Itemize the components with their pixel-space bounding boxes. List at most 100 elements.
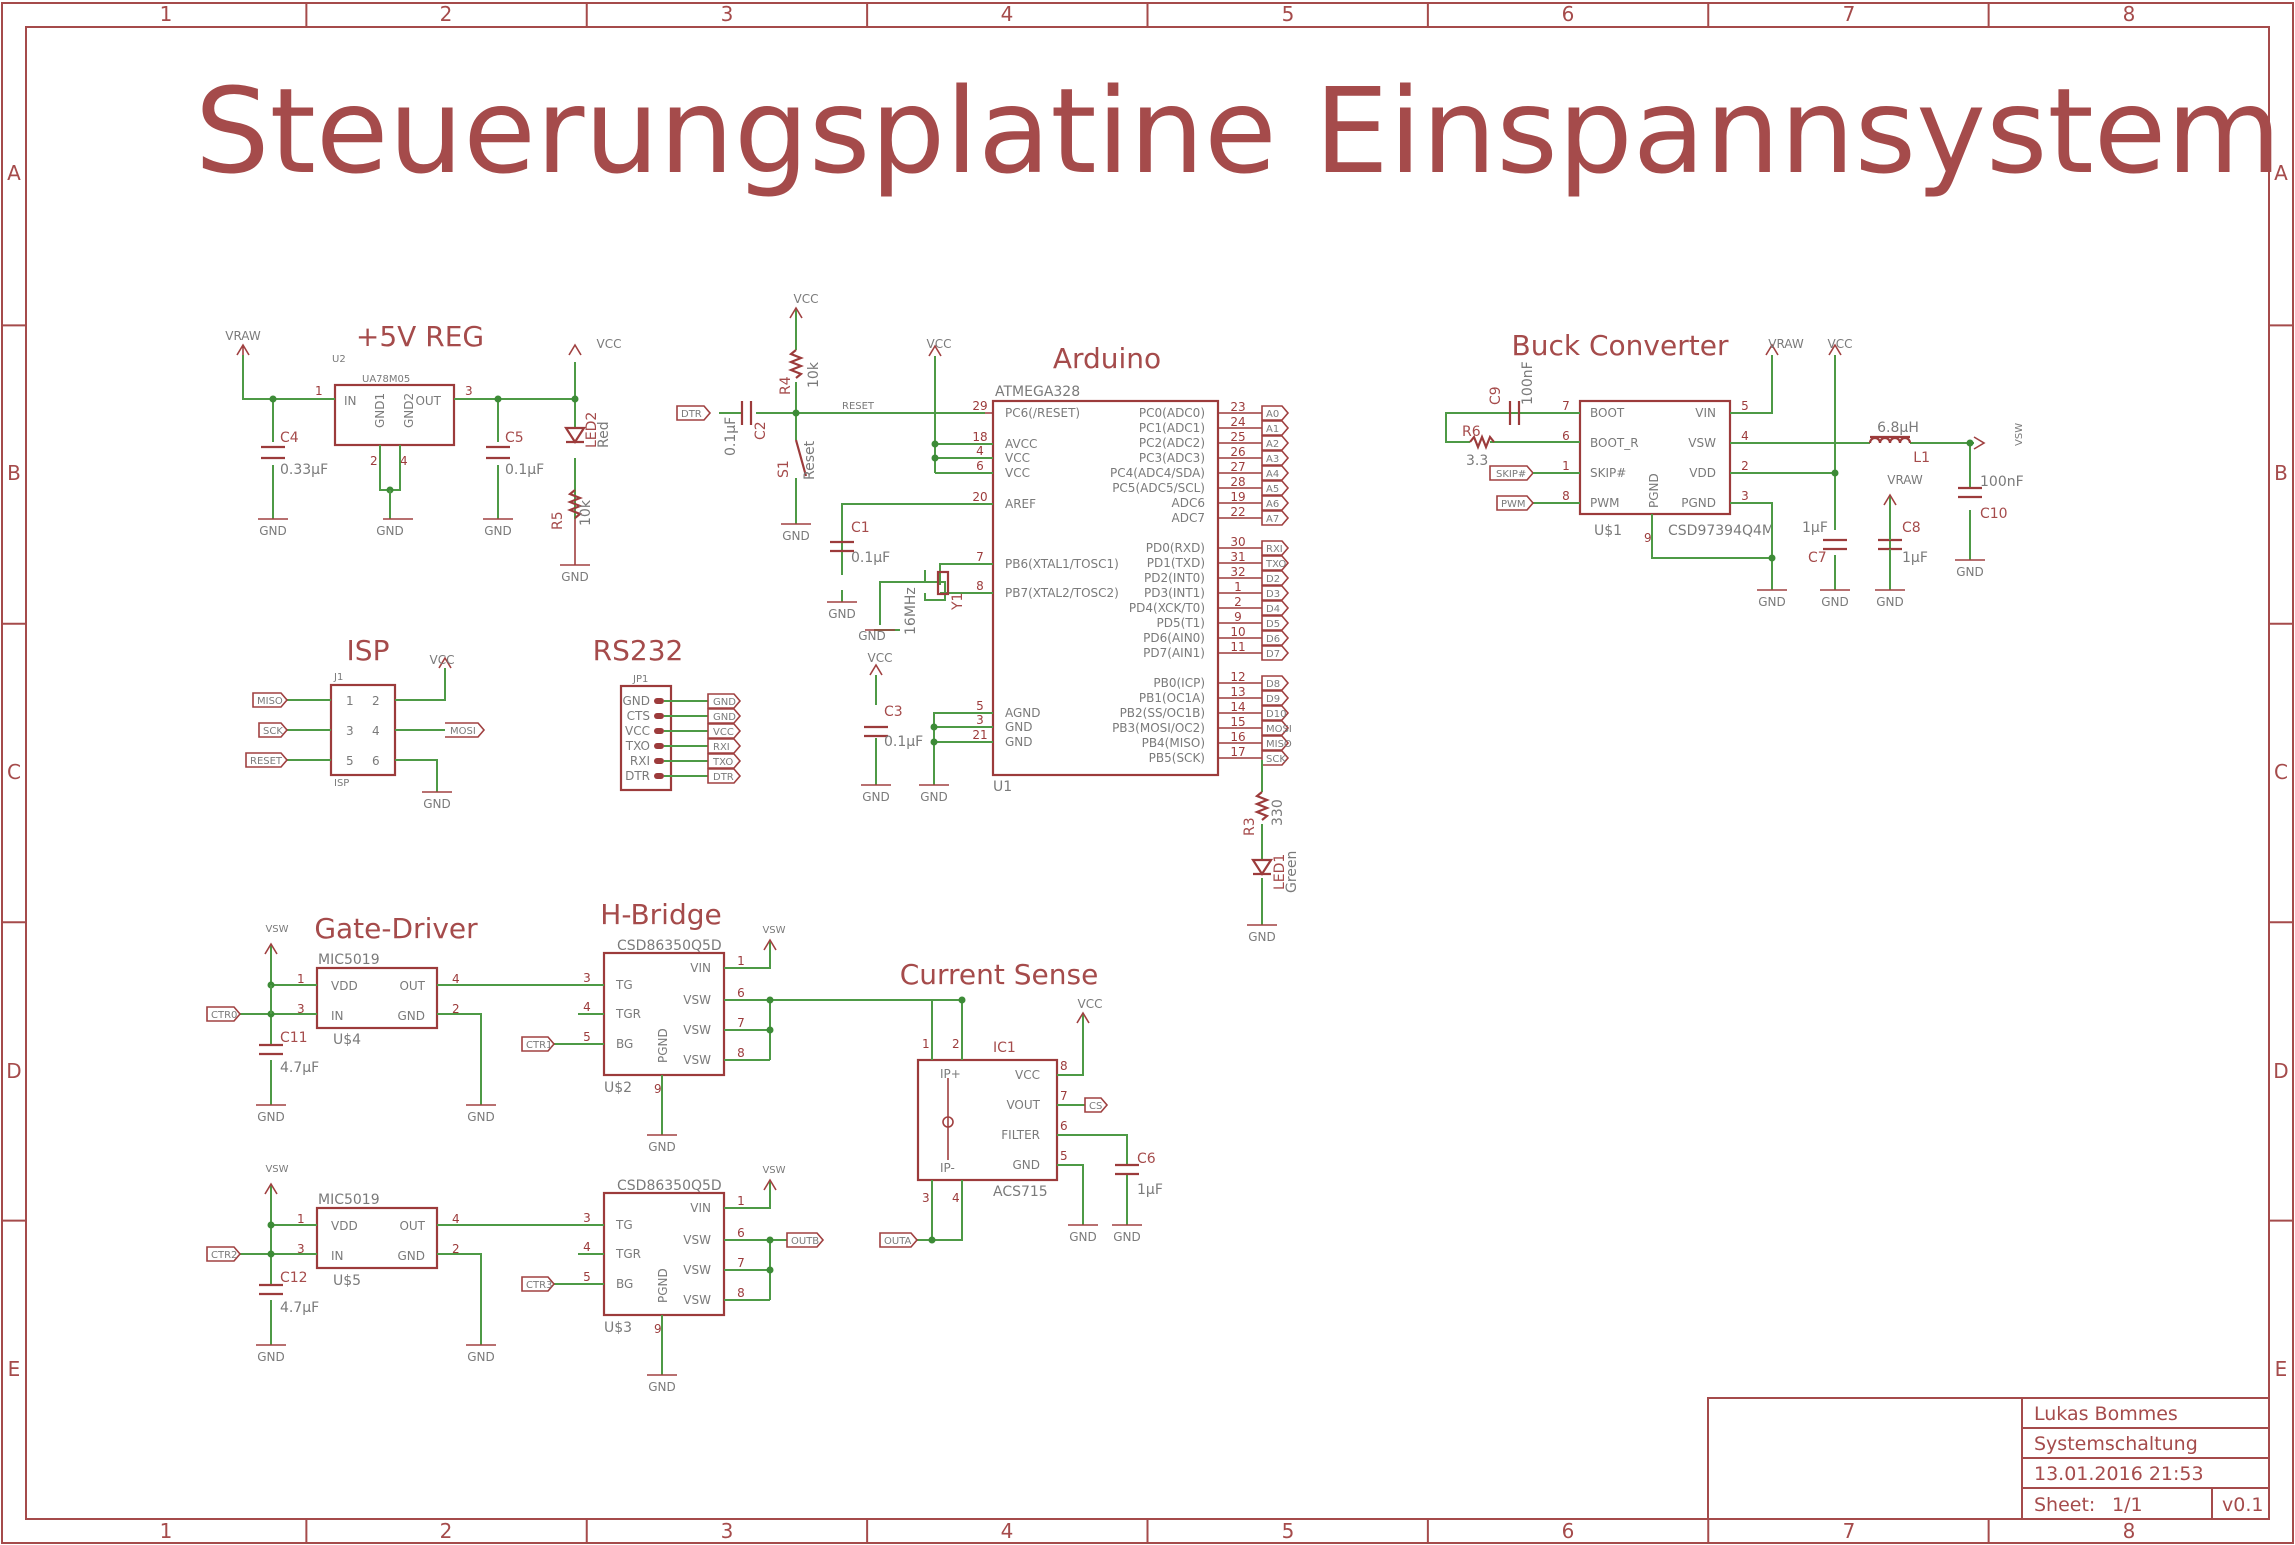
sheet-label: Sheet:	[2034, 1494, 2095, 1516]
net-flag-skip[interactable]	[1489, 465, 1535, 481]
net-flag[interactable]	[707, 723, 742, 739]
capacitor-c2[interactable]	[740, 401, 753, 425]
net-flag-mosi[interactable]	[445, 722, 486, 738]
c9-value: 100nF	[1520, 361, 1536, 405]
isp-header[interactable]	[329, 683, 397, 777]
capacitor-c11[interactable]	[259, 1043, 283, 1056]
net-flag[interactable]	[707, 693, 742, 709]
net-flag[interactable]	[1261, 450, 1290, 466]
net-flag[interactable]	[707, 708, 742, 724]
svg-text:GND: GND	[561, 570, 589, 584]
voltage-regulator[interactable]	[333, 383, 456, 447]
net-flag-outa[interactable]	[879, 1232, 919, 1248]
net-flag[interactable]	[1261, 645, 1290, 661]
net-flag-ctr2[interactable]	[206, 1246, 242, 1262]
inductor-l1[interactable]	[1868, 435, 1912, 444]
row-label: E	[2275, 1357, 2288, 1381]
net-flag-ctr0[interactable]	[206, 1006, 242, 1022]
resistor-r4[interactable]	[788, 349, 804, 379]
ctr3-flag-label: CTR3	[526, 1280, 552, 1291]
gate-driver-2: MIC5019 U$5 VDD IN OUT GND 1 3 4 2 VSW C…	[206, 1164, 578, 1364]
capacitor-c5[interactable]	[486, 445, 510, 460]
capacitor-c7[interactable]	[1823, 538, 1847, 551]
net-flag[interactable]	[1261, 690, 1290, 706]
reset-switch[interactable]	[794, 439, 808, 477]
capacitor-c12[interactable]	[259, 1283, 283, 1296]
mic5019-driver-1[interactable]	[315, 966, 439, 1030]
capacitor-c9[interactable]	[1508, 401, 1521, 425]
l1-ref: L1	[1913, 450, 1930, 466]
column-label: 7	[1843, 1519, 1856, 1543]
net-flag[interactable]	[1261, 735, 1290, 751]
vcc-arrow-icon	[438, 656, 452, 669]
pin-label: GND	[1005, 720, 1033, 734]
net-label-vcc: VCC	[868, 651, 893, 665]
net-flag-outb[interactable]	[786, 1232, 825, 1248]
net-label-vcc: VCC	[597, 337, 622, 351]
title-block: Lukas Bommes Systemschaltung 13.01.2016 …	[1707, 1397, 2270, 1520]
led1-value: Green	[1284, 851, 1300, 893]
net-flag[interactable]	[1261, 555, 1290, 571]
c11-value: 4.7µF	[280, 1060, 319, 1076]
column-label: 7	[1843, 2, 1856, 26]
document-date: 13.01.2016 21:53	[2034, 1463, 2204, 1485]
pin-number: 7	[737, 1256, 745, 1270]
column-label: 2	[440, 2, 453, 26]
rs232-header[interactable]	[619, 684, 673, 792]
net-flag[interactable]	[1261, 600, 1290, 616]
capacitor-c4[interactable]	[261, 445, 285, 460]
csd97394-buck-module[interactable]	[1578, 399, 1732, 516]
vsw-arrow-icon	[264, 1182, 278, 1195]
crystal-y1[interactable]	[936, 570, 950, 596]
capacitor-c3[interactable]	[864, 725, 888, 738]
acs715-current-sensor[interactable]	[916, 1058, 1059, 1182]
net-flag[interactable]	[1261, 540, 1290, 556]
pin-number: 3	[1741, 489, 1749, 503]
net-flag[interactable]	[1261, 435, 1290, 451]
gnd-label: GND	[648, 1140, 676, 1154]
net-flag-ctr1[interactable]	[521, 1036, 556, 1052]
net-flag[interactable]	[707, 738, 742, 754]
net-flags-isp[interactable]	[245, 692, 289, 768]
pin-number: 1	[1562, 459, 1570, 473]
net-flag[interactable]	[1261, 510, 1290, 526]
pin-number: 4	[1741, 429, 1749, 443]
pin-label: VSW	[683, 993, 711, 1007]
pin-label: GND	[397, 1009, 425, 1023]
net-flag[interactable]	[1261, 630, 1290, 646]
led1-green-icon[interactable]	[1250, 858, 1274, 877]
net-flag[interactable]	[1261, 420, 1290, 436]
net-flag-dtr[interactable]	[676, 405, 712, 421]
net-flag[interactable]	[1261, 480, 1290, 496]
resistor-r6[interactable]	[1469, 434, 1495, 450]
capacitor-c6[interactable]	[1115, 1163, 1139, 1176]
net-flag[interactable]	[1261, 705, 1290, 721]
capacitor-c10[interactable]	[1958, 486, 1982, 499]
net-flag[interactable]	[707, 753, 742, 769]
pin-label: TG	[615, 978, 633, 992]
net-flag[interactable]	[1261, 585, 1290, 601]
pin-number: 1	[297, 972, 305, 986]
net-flag[interactable]	[707, 768, 742, 784]
led2-red-icon[interactable]	[563, 426, 587, 445]
net-flag-cs[interactable]	[1084, 1097, 1109, 1113]
net-flag[interactable]	[1261, 495, 1290, 511]
gnd-symbols: GND GND GND GND GND GND	[781, 523, 1277, 944]
header-pin	[654, 773, 664, 779]
net-flag[interactable]	[1261, 405, 1290, 421]
c2-ref: C2	[753, 421, 769, 440]
atmega328-microcontroller[interactable]	[991, 399, 1220, 777]
net-flag[interactable]	[1261, 465, 1290, 481]
net-label-vraw: VRAW	[225, 329, 261, 343]
capacitor-c1[interactable]	[830, 540, 854, 553]
net-flag-pwm[interactable]	[1496, 495, 1535, 511]
net-flag[interactable]	[1261, 675, 1290, 691]
net-flag[interactable]	[1261, 615, 1290, 631]
net-flag[interactable]	[1261, 570, 1290, 586]
mic5019-driver-2[interactable]	[315, 1206, 439, 1270]
resistor-r5[interactable]	[567, 489, 583, 519]
net-flag-ctr3[interactable]	[521, 1276, 556, 1292]
resistor-r3[interactable]	[1254, 791, 1270, 821]
net-flag[interactable]	[1261, 720, 1290, 736]
